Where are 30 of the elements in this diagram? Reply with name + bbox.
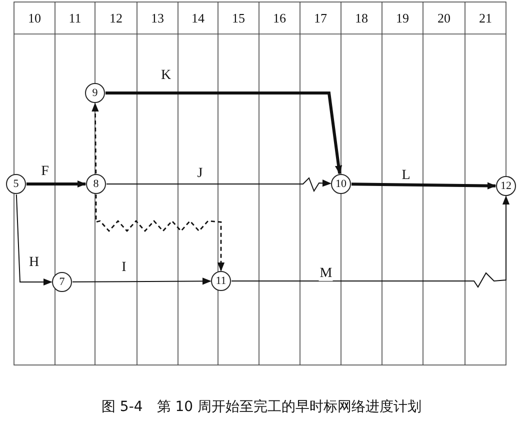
week-number: 20 [438, 12, 450, 24]
event-circle: 11 [211, 271, 231, 291]
week-number: 16 [273, 12, 286, 24]
event-circle: 8 [86, 174, 106, 194]
figure-caption: 图 5-4 第 10 周开始至完工的早时标网络进度计划 [100, 398, 423, 416]
week-number: 10 [28, 12, 41, 24]
event-circle: 9 [85, 83, 105, 103]
activity-arrow [26, 180, 86, 188]
week-number: 19 [396, 12, 409, 24]
activity-arrow [72, 278, 212, 285]
activity-arrow [351, 182, 496, 190]
activity-arrow [106, 92, 342, 174]
week-number: 15 [232, 12, 245, 24]
week-number: 13 [151, 12, 164, 24]
week-number: 17 [314, 12, 327, 24]
event-circle: 7 [52, 272, 72, 292]
event-circle: 10 [331, 174, 351, 194]
week-number: 11 [68, 12, 82, 24]
activity-arrow [106, 177, 332, 192]
week-number: 18 [355, 12, 368, 24]
activity-label: M [318, 267, 334, 281]
event-circle: 12 [496, 176, 516, 196]
event-circle: 5 [6, 174, 26, 194]
week-number: 21 [479, 12, 492, 24]
activity-arrow [16, 194, 52, 286]
week-number: 12 [110, 12, 122, 24]
dummy-arrow [92, 102, 99, 174]
week-number: 14 [192, 12, 204, 24]
dummy-arrow [95, 194, 225, 272]
activity-arrow [231, 196, 510, 288]
